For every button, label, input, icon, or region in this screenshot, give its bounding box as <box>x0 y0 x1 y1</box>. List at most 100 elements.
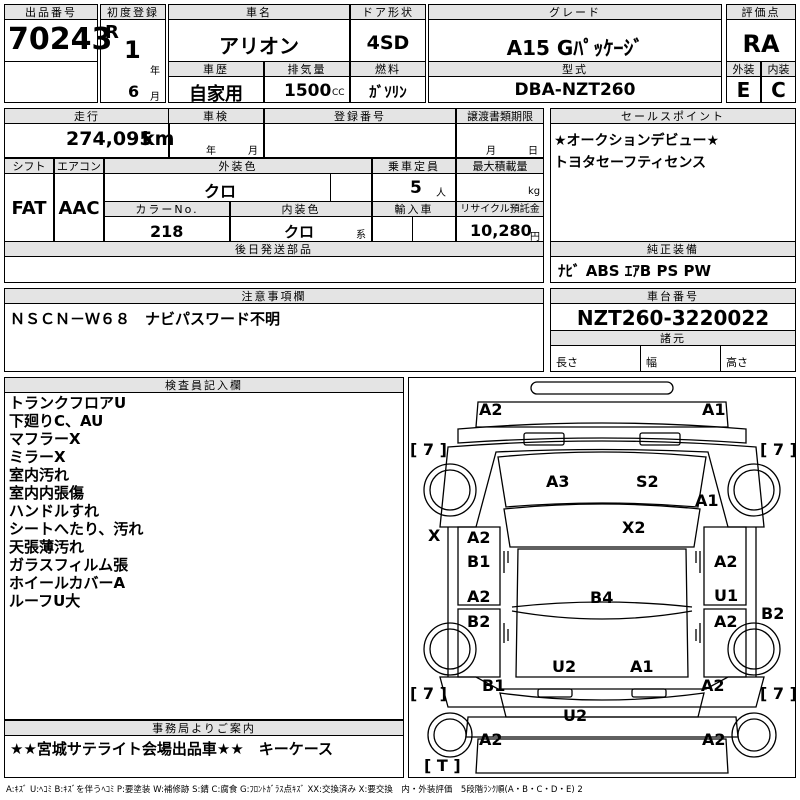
damage-s2-windshield: S2 <box>636 472 659 491</box>
recycle-unit: 円 <box>530 232 540 243</box>
reg-year-unit: 年 <box>150 66 160 77</box>
chassis-label: 車台番号 <box>550 288 796 304</box>
damage-u1-right-rear-door: U1 <box>714 586 739 605</box>
damage-a2-rear-right: A2 <box>701 676 725 695</box>
load-unit: kg <box>528 186 541 197</box>
damage-a1-rear: A1 <box>630 657 654 676</box>
fuel: ｶﾞｿﾘﾝ <box>369 83 407 101</box>
ac: AAC <box>58 198 100 219</box>
inspector-item: トランクフロアU <box>9 394 127 412</box>
tire-depth-front-left: [ 7 ] <box>410 440 447 459</box>
later-parts-label: 後日発送部品 <box>4 241 544 257</box>
specs-label: 諸元 <box>550 330 796 346</box>
color-no-label: カラーNo. <box>104 201 230 217</box>
int-color: クロ <box>284 223 315 241</box>
inspector-item: 室内内張傷 <box>9 484 85 502</box>
damage-b1-left-front-door: B1 <box>467 552 491 571</box>
transfer-day: 日 <box>528 146 538 157</box>
lot-number-label: 出品番号 <box>4 4 98 20</box>
caution: ＮＳＣＮ－Ｗ６８ ナビパスワード不明 <box>10 310 281 328</box>
exterior-label: 外装 <box>726 61 761 77</box>
lot-number: 70243 <box>8 22 113 57</box>
mileage-label: 走行 <box>4 108 170 124</box>
door-type: 4SD <box>366 32 410 54</box>
inspection-label: 車検 <box>168 108 264 124</box>
sales-point-1: ★オークションデビュー★ <box>554 133 720 149</box>
ext-color-label: 外装色 <box>104 158 372 174</box>
damage-a2-right-front-door: A2 <box>714 552 738 571</box>
damage-a1-right-fender: A1 <box>695 491 719 510</box>
history-label: 車歴 <box>168 61 264 77</box>
ext-color-divider <box>330 174 331 202</box>
inspector-list: トランクフロアU 下廻りC、AU マフラーX ミラーX 室内汚れ 室内内張傷 ハ… <box>9 394 143 610</box>
inspector-item: ルーフU大 <box>9 592 81 610</box>
tire-depth-rear-right: [ 7 ] <box>760 684 797 703</box>
import-label: 輸入車 <box>372 201 456 217</box>
inspector-item: ハンドルすれ <box>9 502 100 520</box>
capacity: 5 <box>410 178 422 198</box>
inspector-label: 検査員記入欄 <box>4 377 404 393</box>
score: RA <box>742 30 780 58</box>
damage-x2-roof: X2 <box>622 518 646 537</box>
chassis-number: NZT260-3220022 <box>576 306 770 330</box>
displacement-unit: CC <box>332 88 345 98</box>
grade-label: グレード <box>428 4 722 20</box>
spec-divider-2 <box>720 346 721 372</box>
inspector-item: ガラスフィルム張 <box>9 556 129 574</box>
shift-label: シフト <box>4 158 54 174</box>
inspector-item: 下廻りC、AU <box>9 412 104 430</box>
reg-month: 6 <box>128 82 140 101</box>
capacity-unit: 人 <box>436 188 446 199</box>
transfer-label: 譲渡書類期限 <box>456 108 544 124</box>
damage-code-legend: A:ｷｽﾞ U:ﾍｺﾐ B:ｷｽﾞを伴うﾍｺﾐ P:要塗装 W:補修跡 S:錆 … <box>6 785 583 795</box>
inspector-item: ホイールカバーA <box>9 574 126 592</box>
damage-diagram-panel <box>408 377 796 778</box>
recycle-label: リサイクル預託金 <box>456 201 544 217</box>
displacement-label: 排気量 <box>264 61 350 77</box>
equipment: ﾅﾋﾞ ABS ｴｱB PS PW <box>558 262 712 280</box>
tire-depth-front-right: [ 7 ] <box>760 440 797 459</box>
inspection-year: 年 <box>206 146 216 157</box>
sales-point-label: セールスポイント <box>550 108 796 124</box>
damage-b2-right-sill: B2 <box>761 604 785 623</box>
height-label: 高さ <box>726 356 748 369</box>
damage-a2-right-rear-door: A2 <box>714 612 738 631</box>
office-label: 事務局よりご案内 <box>4 720 404 736</box>
history: 自家用 <box>189 84 243 105</box>
mileage-unit: km <box>142 128 175 150</box>
equipment-label: 純正装備 <box>550 241 796 257</box>
exterior-score: E <box>736 78 751 102</box>
sales-point-2: トヨタセーフティセンス <box>554 155 707 171</box>
color-no: 218 <box>150 222 184 241</box>
damage-b2-left-rear-door: B2 <box>467 612 491 631</box>
inspection-month: 月 <box>248 146 258 157</box>
interior-score: C <box>771 78 786 102</box>
office-notice: ★★宮城サテライト会場出品車★★ キーケース <box>10 740 334 758</box>
recycle: 10,280 <box>470 221 532 240</box>
lot-number-blank <box>4 61 98 103</box>
import-divider <box>412 217 413 242</box>
ext-color: クロ <box>204 182 237 201</box>
length-label: 長さ <box>556 356 578 369</box>
model-label: 型式 <box>428 61 722 77</box>
ac-label: エアコン <box>54 158 104 174</box>
era: R <box>105 22 119 43</box>
shift: FAT <box>11 198 47 219</box>
first-reg-label: 初度登録 <box>100 4 166 20</box>
car-diagram <box>423 381 781 774</box>
damage-x-left: X <box>428 526 441 545</box>
width-label: 幅 <box>646 356 657 369</box>
car-name: アリオン <box>219 34 299 58</box>
load-label: 最大積載量 <box>456 158 544 174</box>
damage-u2-rear-bumper: U2 <box>563 706 588 725</box>
model: DBA-NZT260 <box>514 80 636 100</box>
reg-year: 1 <box>124 36 141 64</box>
inspector-item: 天張薄汚れ <box>9 538 85 556</box>
damage-a2-left-rear-door: A2 <box>467 587 491 606</box>
int-color-label: 内装色 <box>230 201 372 217</box>
spec-divider-1 <box>640 346 641 372</box>
damage-a1-front-right: A1 <box>702 400 726 419</box>
interior-label: 内装 <box>761 61 796 77</box>
car-name-label: 車名 <box>168 4 350 20</box>
capacity-label: 乗車定員 <box>372 158 456 174</box>
